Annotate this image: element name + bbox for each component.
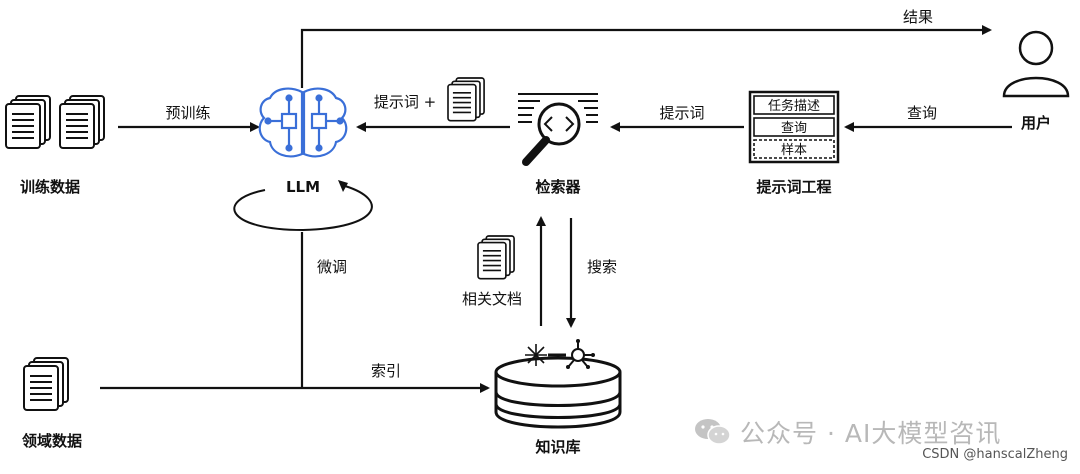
finetune-loop-arrowhead [338,180,348,192]
brain-icon [258,87,348,158]
prompt-label: 提示词 [659,104,704,122]
related-docs-icon [477,235,515,280]
prompt-plus-label: 提示词 + [374,93,436,111]
prompt-item-task: 任务描述 [768,98,820,114]
prompt-engineering-box: 任务描述 查询 样本 [748,90,840,164]
llm-label: LLM [286,178,320,196]
index-label: 索引 [371,362,401,380]
user-label: 用户 [1021,114,1051,132]
database-icon [494,339,622,429]
finetune-label: 微调 [317,258,347,276]
training-data-label: 训练数据 [20,178,80,196]
related-docs-label: 相关文档 [462,290,522,308]
result-label: 结果 [903,8,933,26]
domain-data-label: 领域数据 [21,432,82,450]
pretrain-label: 预训练 [165,104,210,122]
search-label: 搜索 [587,258,617,276]
finetune-loop [233,185,373,232]
credit-text: CSDN @hanscalZheng [922,447,1068,462]
domain-data-docs-icon [23,357,69,411]
retriever-label: 检索器 [535,178,581,196]
prompt-item-sample: 样本 [781,143,807,158]
training-data-docs-icon [5,95,105,149]
watermark: 公众号 · AI大模型咨讯 [694,414,1001,450]
prompt-item-query: 查询 [781,121,807,136]
user-icon [1002,30,1070,98]
wechat-icon [695,419,731,445]
query-label: 查询 [907,104,937,122]
knowledge-base-label: 知识库 [535,438,580,456]
watermark-text: 公众号 · AI大模型咨讯 [740,419,1002,448]
prompt-docs-icon [447,77,485,122]
magnifier-icon [518,93,598,166]
prompt-engineering-label: 提示词工程 [756,178,831,196]
result-arrow [300,25,992,88]
